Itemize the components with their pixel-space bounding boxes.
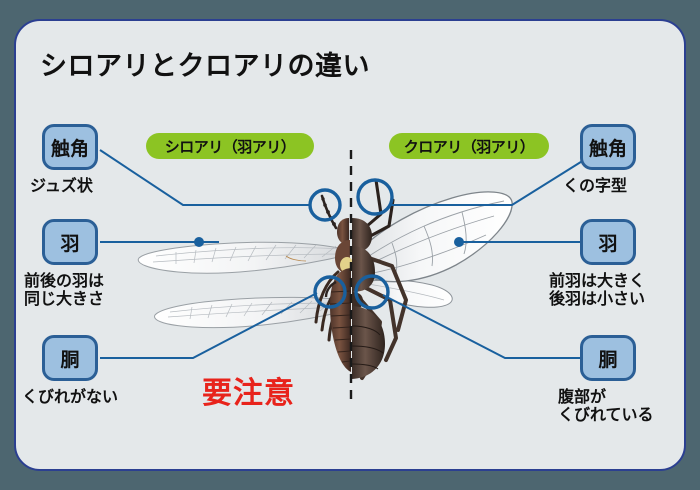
chip-ant-wing[interactable]: 羽 <box>580 219 636 265</box>
caption-termite-body: くびれがない <box>22 387 119 406</box>
warning-text: 要注意 <box>202 376 295 411</box>
caption-ant-body: 腹部が くびれている <box>558 387 654 424</box>
chip-termite-wing[interactable]: 羽 <box>42 219 98 265</box>
tag-ant[interactable]: クロアリ（羽アリ） <box>389 133 549 159</box>
chip-termite-antenna[interactable]: 触角 <box>42 124 98 170</box>
tag-termite[interactable]: シロアリ（羽アリ） <box>146 133 314 159</box>
caption-ant-antenna: くの字型 <box>563 176 628 195</box>
caption-termite-antenna: ジュズ状 <box>30 176 93 195</box>
caption-termite-wing: 前後の羽は 同じ大きさ <box>24 271 105 308</box>
page-title: シロアリとクロアリの違い <box>40 51 370 82</box>
caption-ant-wing: 前羽は大きく 後羽は小さい <box>549 271 646 308</box>
chip-termite-body[interactable]: 胴 <box>42 335 98 381</box>
chip-ant-antenna[interactable]: 触角 <box>580 124 636 170</box>
chip-ant-body[interactable]: 胴 <box>580 335 636 381</box>
